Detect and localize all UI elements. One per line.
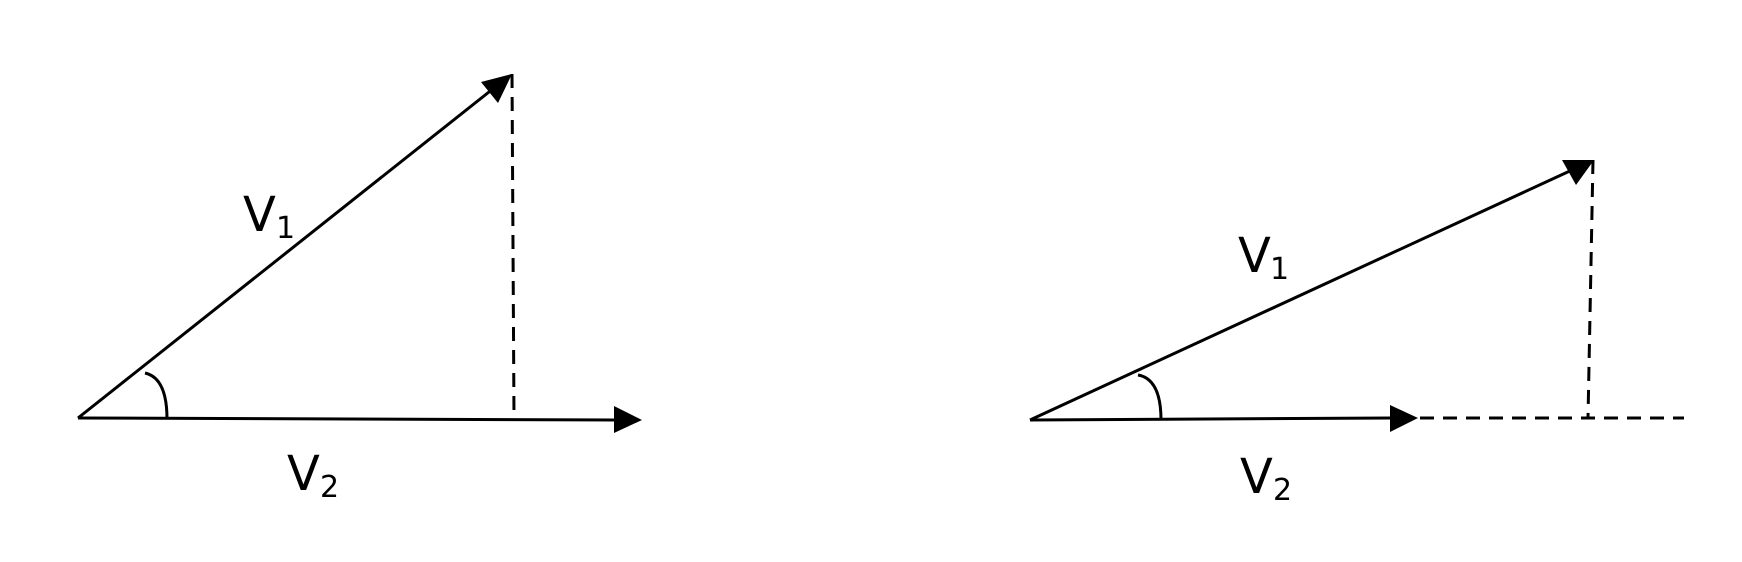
right-v2-vector-line <box>1029 416 1393 422</box>
right-angle-arc <box>1137 373 1163 421</box>
right-v1-label: V <box>1238 228 1271 284</box>
left-projection-dashed-line <box>510 73 516 419</box>
left-diagram: V 1 V 2 <box>77 73 642 505</box>
right-projection-dashed-line <box>1586 159 1595 419</box>
left-v1-vector-line <box>77 86 495 420</box>
left-v2-vector-line <box>77 416 617 422</box>
left-v1-subscript: 1 <box>276 211 295 246</box>
left-v2-arrowhead <box>614 406 642 433</box>
right-v2-label: V <box>1240 449 1273 505</box>
right-v1-vector-line <box>1029 168 1573 422</box>
right-v1-arrowhead <box>1562 160 1594 185</box>
left-angle-arc <box>144 371 169 420</box>
right-diagram: V 1 V 2 <box>1029 159 1684 508</box>
right-v2-arrowhead <box>1390 405 1418 432</box>
left-v2-label: V <box>287 446 320 502</box>
left-v2-subscript: 2 <box>320 470 339 505</box>
right-v2-subscript: 2 <box>1273 473 1292 508</box>
left-v1-arrowhead <box>481 74 512 103</box>
left-v1-label: V <box>243 187 276 243</box>
right-v1-subscript: 1 <box>1270 252 1289 287</box>
